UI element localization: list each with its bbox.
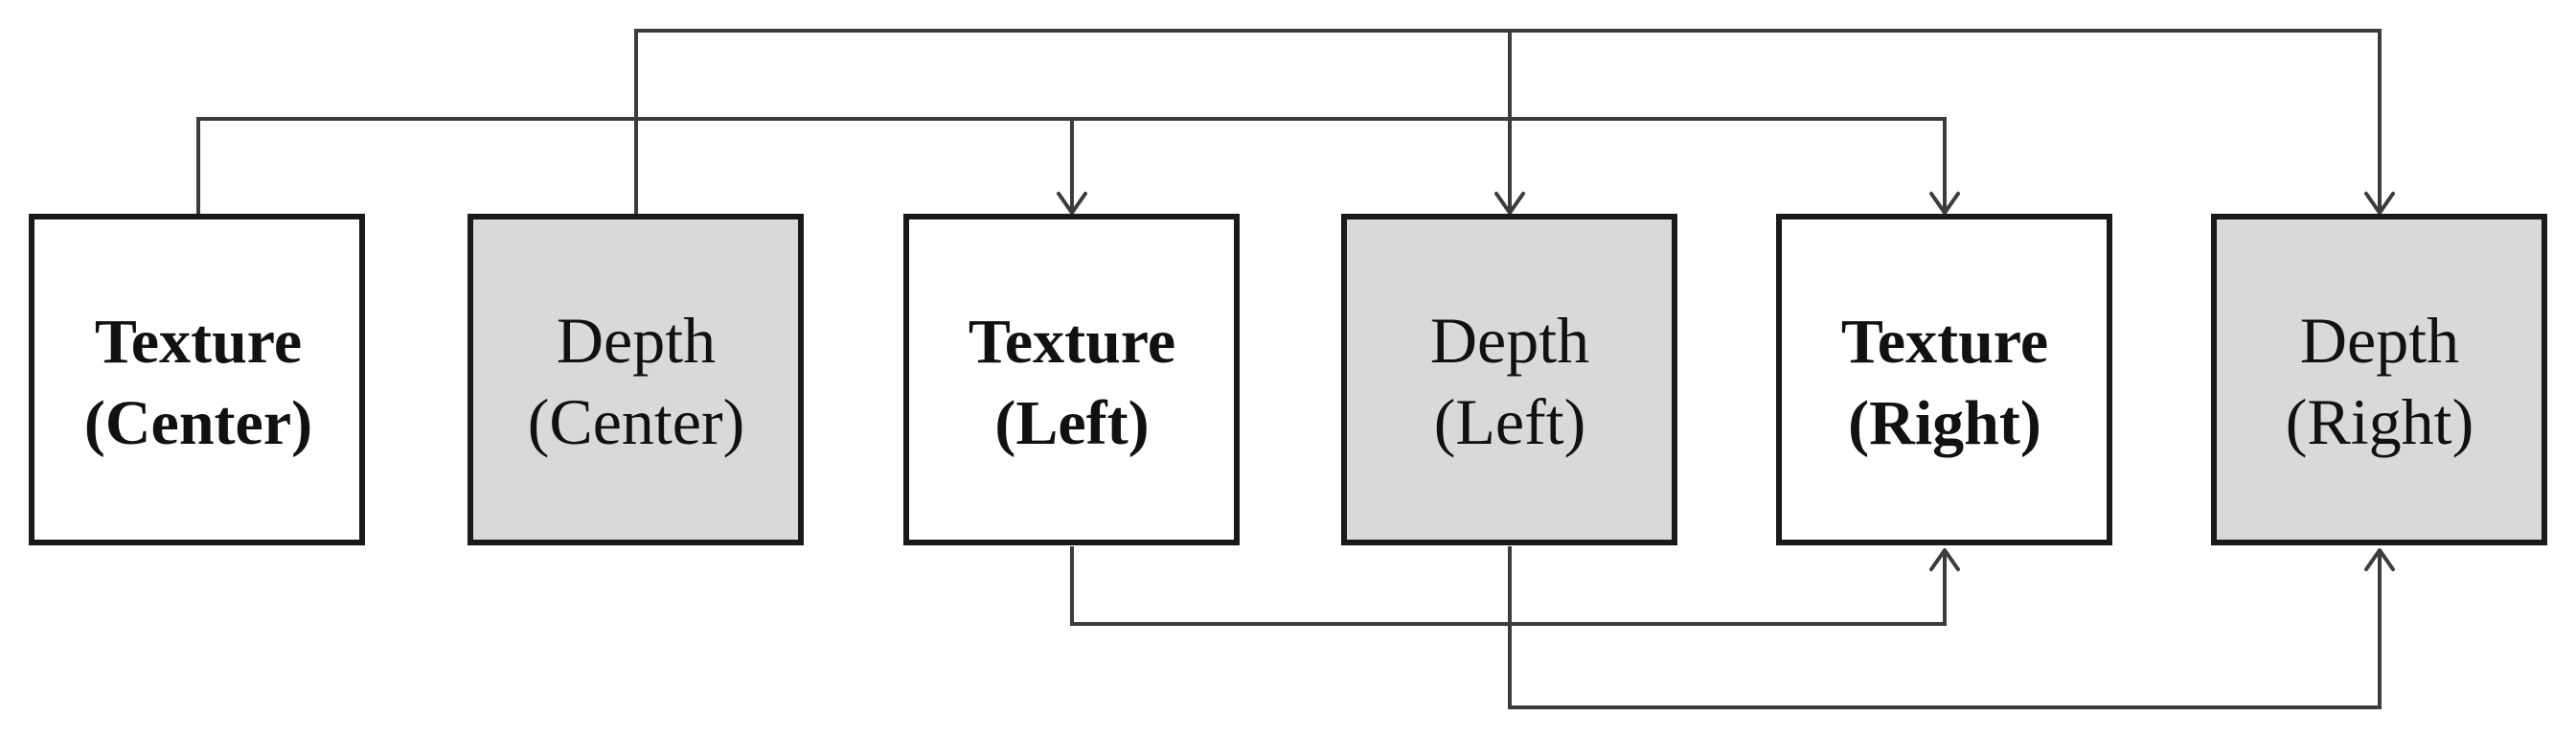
node-box: [903, 214, 1240, 545]
node-label-line1: Depth: [557, 304, 716, 377]
arrowhead-down-texture-left: [1057, 192, 1087, 215]
node-box: [1341, 214, 1677, 545]
node-texture-center: Texture (Center): [29, 214, 365, 545]
arrowhead-down-depth-right: [2364, 192, 2395, 215]
connectors: [196, 29, 2395, 709]
node-box: [29, 214, 365, 545]
edge-depth-center-to-depth-right: [1510, 29, 2382, 211]
node-box: [467, 214, 804, 545]
arrowhead-up-texture-right: [1929, 548, 1960, 571]
arrowhead-down-depth-left: [1494, 192, 1525, 215]
node-label-line1: Texture: [1841, 307, 2048, 377]
node-texture-right: Texture (Right): [1776, 214, 2112, 545]
node-label-line2: (Left): [994, 388, 1149, 458]
node-label-line2: (Center): [528, 385, 745, 458]
node-label-line2: (Left): [1434, 385, 1586, 458]
node-box: [1776, 214, 2112, 545]
node-label-line1: Texture: [95, 307, 302, 377]
node-box: [2211, 214, 2547, 545]
node-label-line2: (Right): [1848, 388, 2041, 458]
arrowhead-up-depth-right: [2364, 548, 2395, 571]
node-depth-center: Depth (Center): [467, 214, 804, 545]
arrowhead-down-texture-right: [1929, 192, 1960, 215]
node-label-line1: Depth: [1430, 304, 1589, 377]
node-texture-left: Texture (Left): [903, 214, 1240, 545]
node-depth-left: Depth (Left): [1341, 214, 1677, 545]
node-depth-right: Depth (Right): [2211, 214, 2547, 545]
node-label-line1: Texture: [969, 307, 1175, 377]
node-label-line1: Depth: [2300, 304, 2459, 377]
node-label-line2: (Center): [84, 388, 312, 458]
node-label-line2: (Right): [2286, 385, 2473, 458]
edge-depth-left-to-depth-right: [1508, 546, 2382, 709]
edge-texture-center-to-texture-right: [1072, 117, 1947, 211]
edge-depth-center-to-depth-left: [634, 29, 1512, 217]
